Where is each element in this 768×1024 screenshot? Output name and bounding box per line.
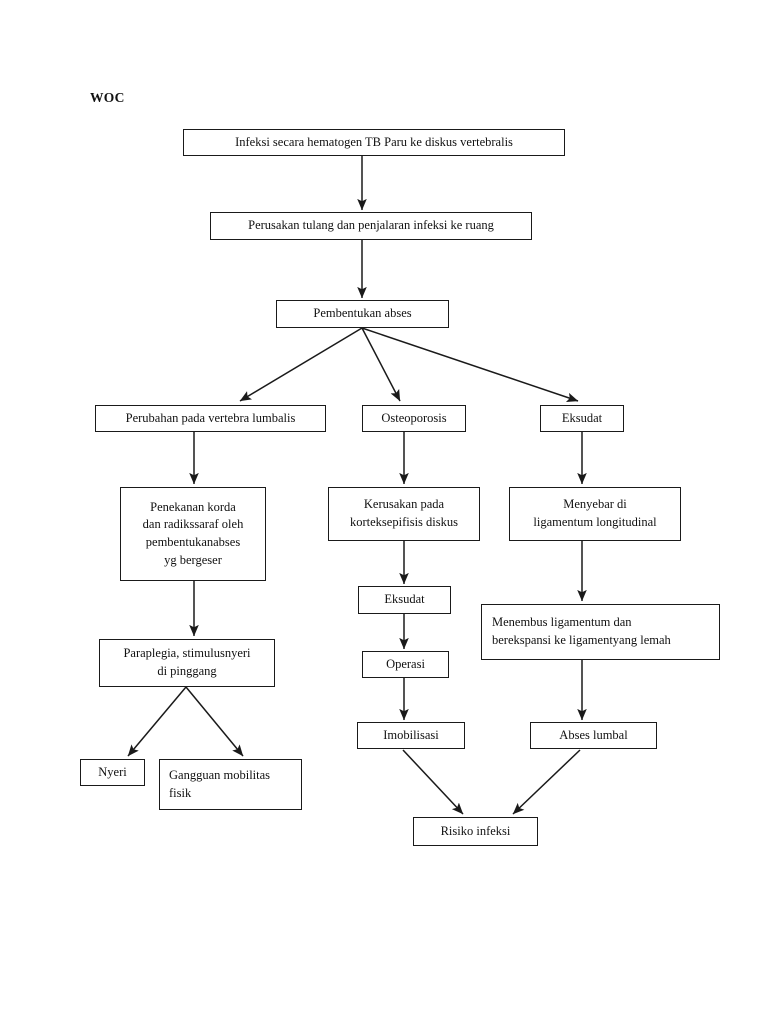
- node-line: Operasi: [386, 656, 425, 671]
- node-line: Perubahan pada vertebra lumbalis: [125, 410, 296, 425]
- node-line: Imobilisasi: [383, 727, 439, 742]
- node-line: Eksudat: [384, 592, 425, 607]
- edge-n3-n6: [361, 327, 579, 402]
- node-abses-lumbal[interactable]: Abses lumbal: [530, 722, 657, 749]
- node-line: Nyeri: [98, 764, 127, 779]
- node-eksudat-top[interactable]: Eksudat: [540, 405, 624, 432]
- node-line: Infeksi secara hematogen TB Paru ke disk…: [235, 134, 513, 149]
- node-line: berekspansi ke ligamentyang lemah: [492, 633, 671, 647]
- node-risiko-infeksi[interactable]: Risiko infeksi: [413, 817, 538, 846]
- node-kerusakan-korteks[interactable]: Kerusakan pada korteksepifisis diskus: [328, 487, 480, 541]
- node-line: dan radikssaraf oleh: [142, 517, 244, 532]
- node-line: Menembus ligamentum dan: [492, 615, 632, 630]
- node-perubahan-vertebra-lumbalis[interactable]: Perubahan pada vertebra lumbalis: [95, 405, 326, 432]
- node-nyeri[interactable]: Nyeri: [80, 759, 145, 786]
- node-perusakan-tulang[interactable]: Perusakan tulang dan penjalaran infeksi …: [210, 212, 532, 240]
- edge-n12-n17: [185, 686, 244, 757]
- node-infeksi-hematogen[interactable]: Infeksi secara hematogen TB Paru ke disk…: [183, 129, 565, 156]
- node-line: di pinggang: [157, 664, 217, 678]
- node-osteoporosis[interactable]: Osteoporosis: [362, 405, 466, 432]
- node-line: Risiko infeksi: [440, 823, 511, 838]
- node-menembus-ligamentum[interactable]: Menembus ligamentum dan berekspansi ke l…: [481, 604, 720, 660]
- node-line: Osteoporosis: [381, 410, 447, 425]
- node-line: Perusakan tulang dan penjalaran infeksi …: [248, 218, 494, 233]
- node-penekanan-korda[interactable]: Penekanan korda dan radikssaraf oleh pem…: [120, 487, 266, 581]
- node-line: Eksudat: [561, 410, 603, 425]
- node-line: Kerusakan pada: [363, 497, 445, 512]
- page-title: WOC: [90, 90, 125, 105]
- edge-n3-n5: [361, 327, 401, 402]
- node-paraplegia[interactable]: Paraplegia, stimulusnyeri di pinggang: [99, 639, 275, 687]
- node-line: Penekanan korda: [150, 499, 236, 514]
- node-line: pembentukanabses: [145, 535, 241, 549]
- node-line: yg bergeser: [164, 552, 222, 567]
- node-line: korteksepifisis diskus: [350, 515, 458, 529]
- node-menyebar-ligamentum[interactable]: Menyebar di ligamentum longitudinal: [509, 487, 681, 541]
- edge-n15-n18: [512, 749, 581, 815]
- node-line: Pembentukan abses: [313, 306, 412, 321]
- node-line: ligamentum longitudinal: [533, 515, 657, 529]
- node-line: Paraplegia, stimulusnyeri: [123, 646, 251, 661]
- edge-n14-n18: [402, 749, 464, 815]
- edge-n12-n16: [127, 686, 187, 757]
- node-line: Abses lumbal: [559, 727, 628, 742]
- node-eksudat-mid[interactable]: Eksudat: [358, 586, 451, 614]
- node-imobilisasi[interactable]: Imobilisasi: [357, 722, 465, 749]
- node-line: Gangguan mobilitas: [169, 767, 271, 782]
- node-line: Menyebar di: [563, 497, 627, 512]
- edge-n3-n4: [239, 327, 363, 402]
- node-line: fisik: [169, 785, 192, 800]
- node-gangguan-mobilitas[interactable]: Gangguan mobilitas fisik: [159, 759, 302, 810]
- node-operasi[interactable]: Operasi: [362, 651, 449, 678]
- node-pembentukan-abses[interactable]: Pembentukan abses: [276, 300, 449, 328]
